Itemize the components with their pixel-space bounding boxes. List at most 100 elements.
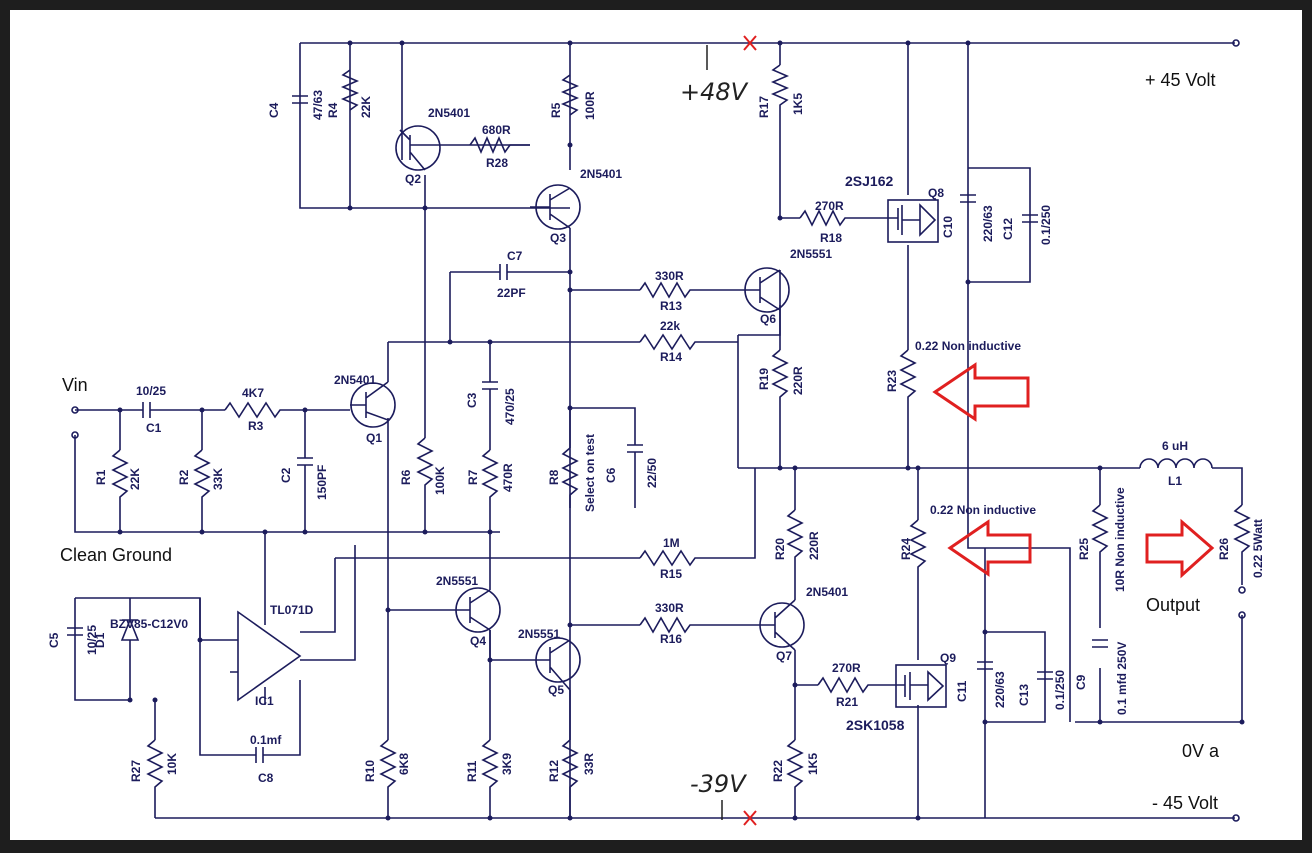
label-r17-value: 1K5 — [791, 93, 805, 115]
label-c6-ref: C6 — [604, 467, 618, 483]
capacitor-c9 — [1092, 639, 1108, 648]
label-r26-value: 0.22 5Watt — [1251, 519, 1265, 578]
label-r3-ref: R3 — [248, 419, 264, 433]
label-r7-value: 470R — [501, 463, 515, 492]
transistor-q4 — [455, 587, 501, 633]
resistors — [111, 64, 1251, 795]
label-r24-ref: R24 — [899, 538, 913, 560]
label-c10-ref: C10 — [941, 216, 955, 238]
label-d1-value: BZV85-C12V0 — [110, 617, 188, 631]
capacitor-c6 — [627, 444, 643, 478]
resistor-r15 — [639, 549, 705, 567]
label-q3-ref: Q3 — [550, 231, 566, 245]
label-l1-ref: L1 — [1168, 474, 1182, 488]
transistor-q1 — [350, 381, 396, 428]
label-r8-value: Select on test — [583, 434, 597, 512]
label-q8-ref: Q8 — [928, 186, 944, 200]
label-c10-value: 220/63 — [981, 205, 995, 242]
label-c1-value: 10/25 — [136, 384, 166, 398]
red-x-bottom — [743, 810, 757, 826]
label-r19-value: 220R — [791, 366, 805, 395]
capacitor-c5 — [67, 627, 83, 636]
label-r13-value: 330R — [655, 269, 684, 283]
label-d1-ref: D1 — [93, 632, 107, 648]
label-r4-value: 22K — [359, 96, 373, 118]
resistor-r26 — [1233, 504, 1251, 575]
resistor-r3 — [224, 401, 290, 419]
label-r26-ref: R26 — [1217, 538, 1231, 560]
label-r1-value: 22K — [128, 468, 142, 490]
label-r23-ref: R23 — [885, 370, 899, 392]
zener-d1 — [120, 617, 140, 660]
resistor-r22 — [786, 739, 804, 795]
label-c3-ref: C3 — [465, 392, 479, 408]
mosfet-q8 — [885, 199, 939, 243]
label-c6-value: 22/50 — [645, 458, 659, 488]
ground-label: 0V a — [1182, 741, 1220, 761]
resistor-r4 — [340, 69, 360, 111]
transistor-q2 — [395, 125, 441, 171]
label-c7-value: 22PF — [497, 286, 526, 300]
label-q9-type: 2SK1058 — [846, 717, 905, 733]
label-r19-ref: R19 — [757, 368, 771, 390]
label-c8-value: 0.1mf — [250, 733, 282, 747]
label-c5-value: 10/25 — [85, 625, 99, 655]
label-c9-value: 0.1 mfd 250V — [1115, 642, 1129, 715]
capacitor-c3 — [482, 381, 498, 415]
label-r16-value: 330R — [655, 601, 684, 615]
label-q1-type: 2N5401 — [334, 373, 376, 387]
label-c2-ref: C2 — [279, 467, 293, 483]
label-r7-ref: R7 — [466, 469, 480, 485]
arrow-r23 — [932, 362, 1030, 422]
label-r18-value: 270R — [815, 199, 844, 213]
label-r12-ref: R12 — [547, 760, 561, 782]
handwritten-neg-voltage: -39V — [690, 770, 747, 798]
label-c9-ref: C9 — [1074, 674, 1088, 690]
label-r4-ref: R4 — [326, 102, 340, 118]
capacitor-c11 — [977, 661, 993, 670]
label-ic1-type: TL071D — [270, 603, 314, 617]
label-q2-ref: Q2 — [405, 172, 421, 186]
schematic-paper — [10, 10, 1302, 840]
label-r25-value: 10R Non inductive — [1113, 487, 1127, 592]
label-r10-ref: R10 — [363, 760, 377, 782]
label-q4-ref: Q4 — [470, 634, 486, 648]
label-q7-type: 2N5401 — [806, 585, 848, 599]
resistor-r14 — [639, 333, 705, 351]
label-r6-value: 100K — [433, 466, 447, 495]
resistor-r7 — [481, 449, 499, 505]
label-c12-value: 0.1/250 — [1039, 205, 1053, 245]
label-q1-ref: Q1 — [366, 431, 382, 445]
label-r25-ref: R25 — [1077, 538, 1091, 560]
label-r18-ref: R18 — [820, 231, 842, 245]
label-r24-value: 0.22 Non inductive — [930, 503, 1036, 517]
resistor-r23 — [899, 349, 917, 410]
label-r21-value: 270R — [832, 661, 861, 675]
inductor-l1 — [1139, 458, 1213, 469]
transistor-q7 — [745, 599, 805, 651]
capacitor-c1 — [130, 402, 165, 418]
label-r1-ref: R1 — [94, 469, 108, 485]
red-x-top — [743, 35, 757, 51]
resistor-r12 — [561, 739, 579, 795]
resistor-r21 — [817, 676, 875, 694]
label-c11-ref: C11 — [955, 680, 969, 702]
resistor-r1 — [111, 449, 129, 505]
label-r6-ref: R6 — [399, 469, 413, 485]
label-r11-value: 3K9 — [500, 753, 514, 775]
capacitors — [67, 95, 1108, 763]
resistor-r5 — [560, 74, 580, 116]
transistor-q6 — [744, 267, 790, 313]
label-q6-ref: Q6 — [760, 312, 776, 326]
transistor-q3 — [530, 184, 581, 230]
label-r15-ref: R15 — [660, 567, 682, 581]
resistor-r27 — [146, 739, 164, 795]
label-c11-value: 220/63 — [993, 671, 1007, 708]
negative-rail-label: - 45 Volt — [1152, 793, 1218, 813]
label-r14-value: 22k — [660, 319, 680, 333]
label-r21-ref: R21 — [836, 695, 858, 709]
label-r2-value: 33K — [211, 468, 225, 490]
label-c3-value: 470/25 — [503, 388, 517, 425]
label-r27-ref: R27 — [129, 760, 143, 782]
